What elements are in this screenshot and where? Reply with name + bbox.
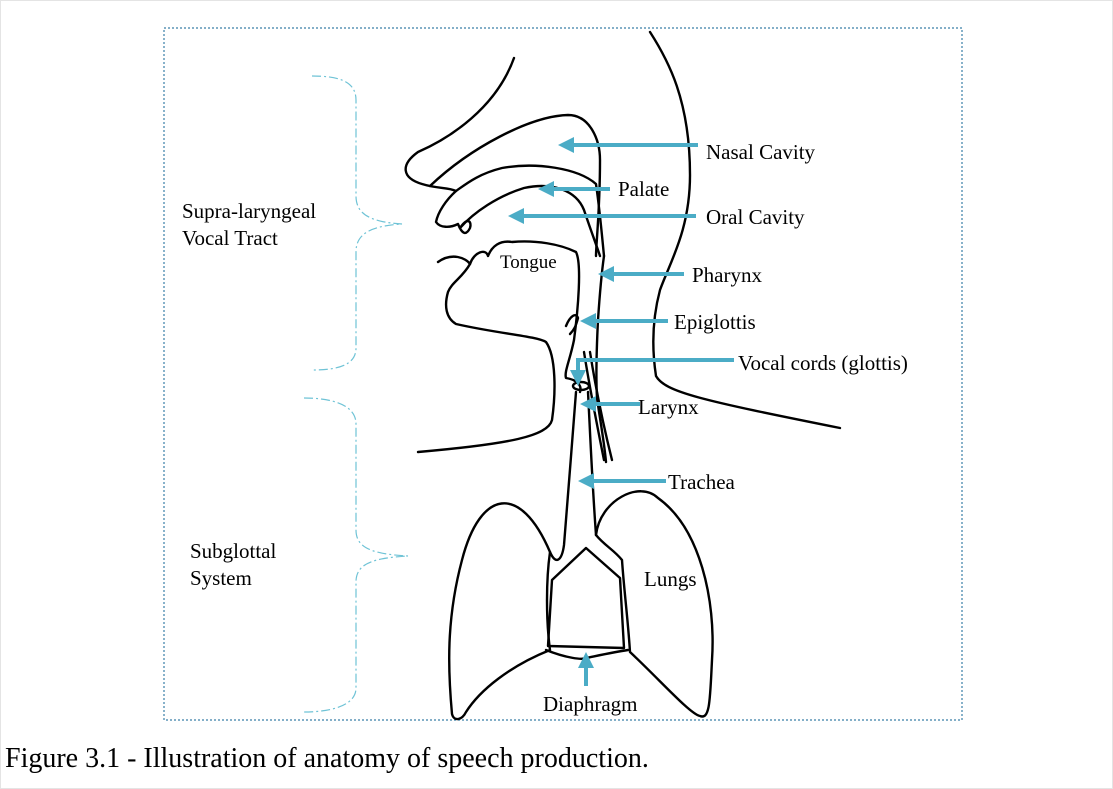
diaphragm-label: Diaphragm <box>543 692 637 716</box>
trachea-label: Trachea <box>668 470 736 494</box>
pharynx-label: Pharynx <box>692 263 762 287</box>
figure-caption: Figure 3.1 - Illustration of anatomy of … <box>5 743 649 775</box>
anatomy-outline <box>406 32 840 719</box>
epiglottis-label: Epiglottis <box>674 310 756 334</box>
tongue-label: Tongue <box>500 252 557 273</box>
vocal-cords-label: Vocal cords (glottis) <box>738 351 908 375</box>
subglottal-label-line1: Subglottal <box>190 539 277 563</box>
supra-laryngeal-brace <box>312 76 402 370</box>
right-lung <box>596 491 713 716</box>
diaphragm-outline <box>546 650 628 659</box>
supra-laryngeal-label-line2: Vocal Tract <box>182 226 278 250</box>
heart-outline <box>548 548 624 648</box>
palate-outline <box>460 186 600 256</box>
face-front-outline <box>406 58 604 256</box>
upper-lip-outline <box>436 191 471 233</box>
larynx-label: Larynx <box>638 395 699 419</box>
supra-laryngeal-label-line1: Supra-laryngeal <box>182 199 316 223</box>
palate-label: Palate <box>618 177 669 201</box>
oral-cavity-label: Oral Cavity <box>706 205 805 229</box>
left-lung <box>449 503 550 719</box>
chin-neck-outline <box>418 264 554 452</box>
subglottal-label-line2: System <box>190 566 252 590</box>
nasal-cavity-label: Nasal Cavity <box>706 140 816 164</box>
lungs-label: Lungs <box>644 567 697 591</box>
subglottal-brace <box>304 398 408 712</box>
nasal-cavity-outline <box>430 115 600 256</box>
trachea-left <box>550 392 576 560</box>
